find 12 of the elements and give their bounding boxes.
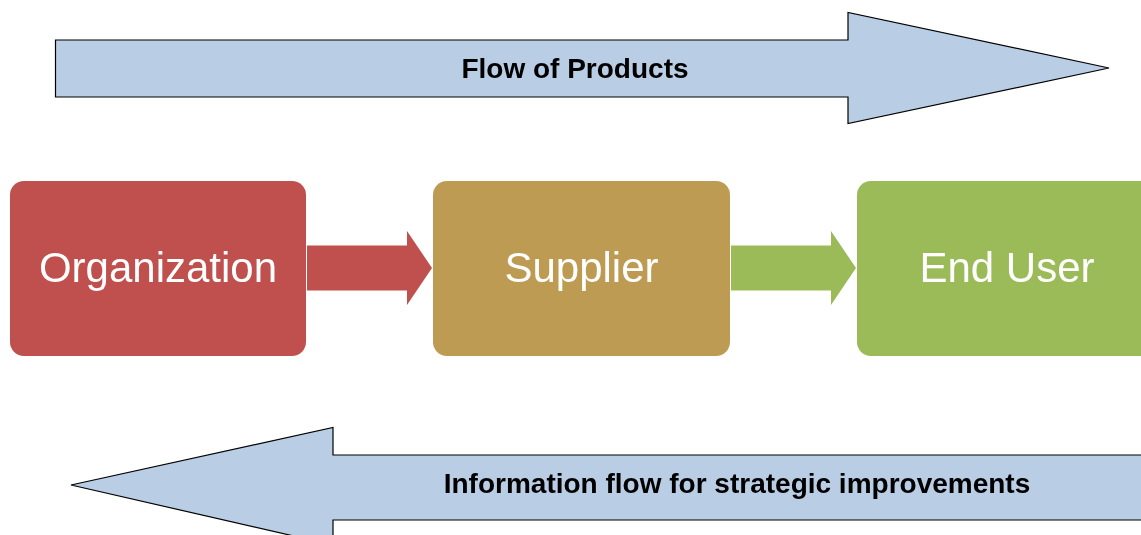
process-box (10, 181, 306, 356)
block-arrow (70, 427, 1141, 535)
block-arrow-connector (731, 231, 856, 305)
arrow-label: Flow of Products (460, 51, 690, 86)
box-label: End User (919, 243, 1095, 294)
box-label: Supplier (504, 243, 659, 294)
process-box (433, 181, 730, 356)
box-label: Organization (38, 243, 278, 294)
block-arrow (55, 12, 1110, 124)
arrow-label: Information flow for strategic improvements (442, 466, 1032, 501)
block-arrow-connector (307, 231, 432, 305)
process-box (857, 181, 1141, 356)
